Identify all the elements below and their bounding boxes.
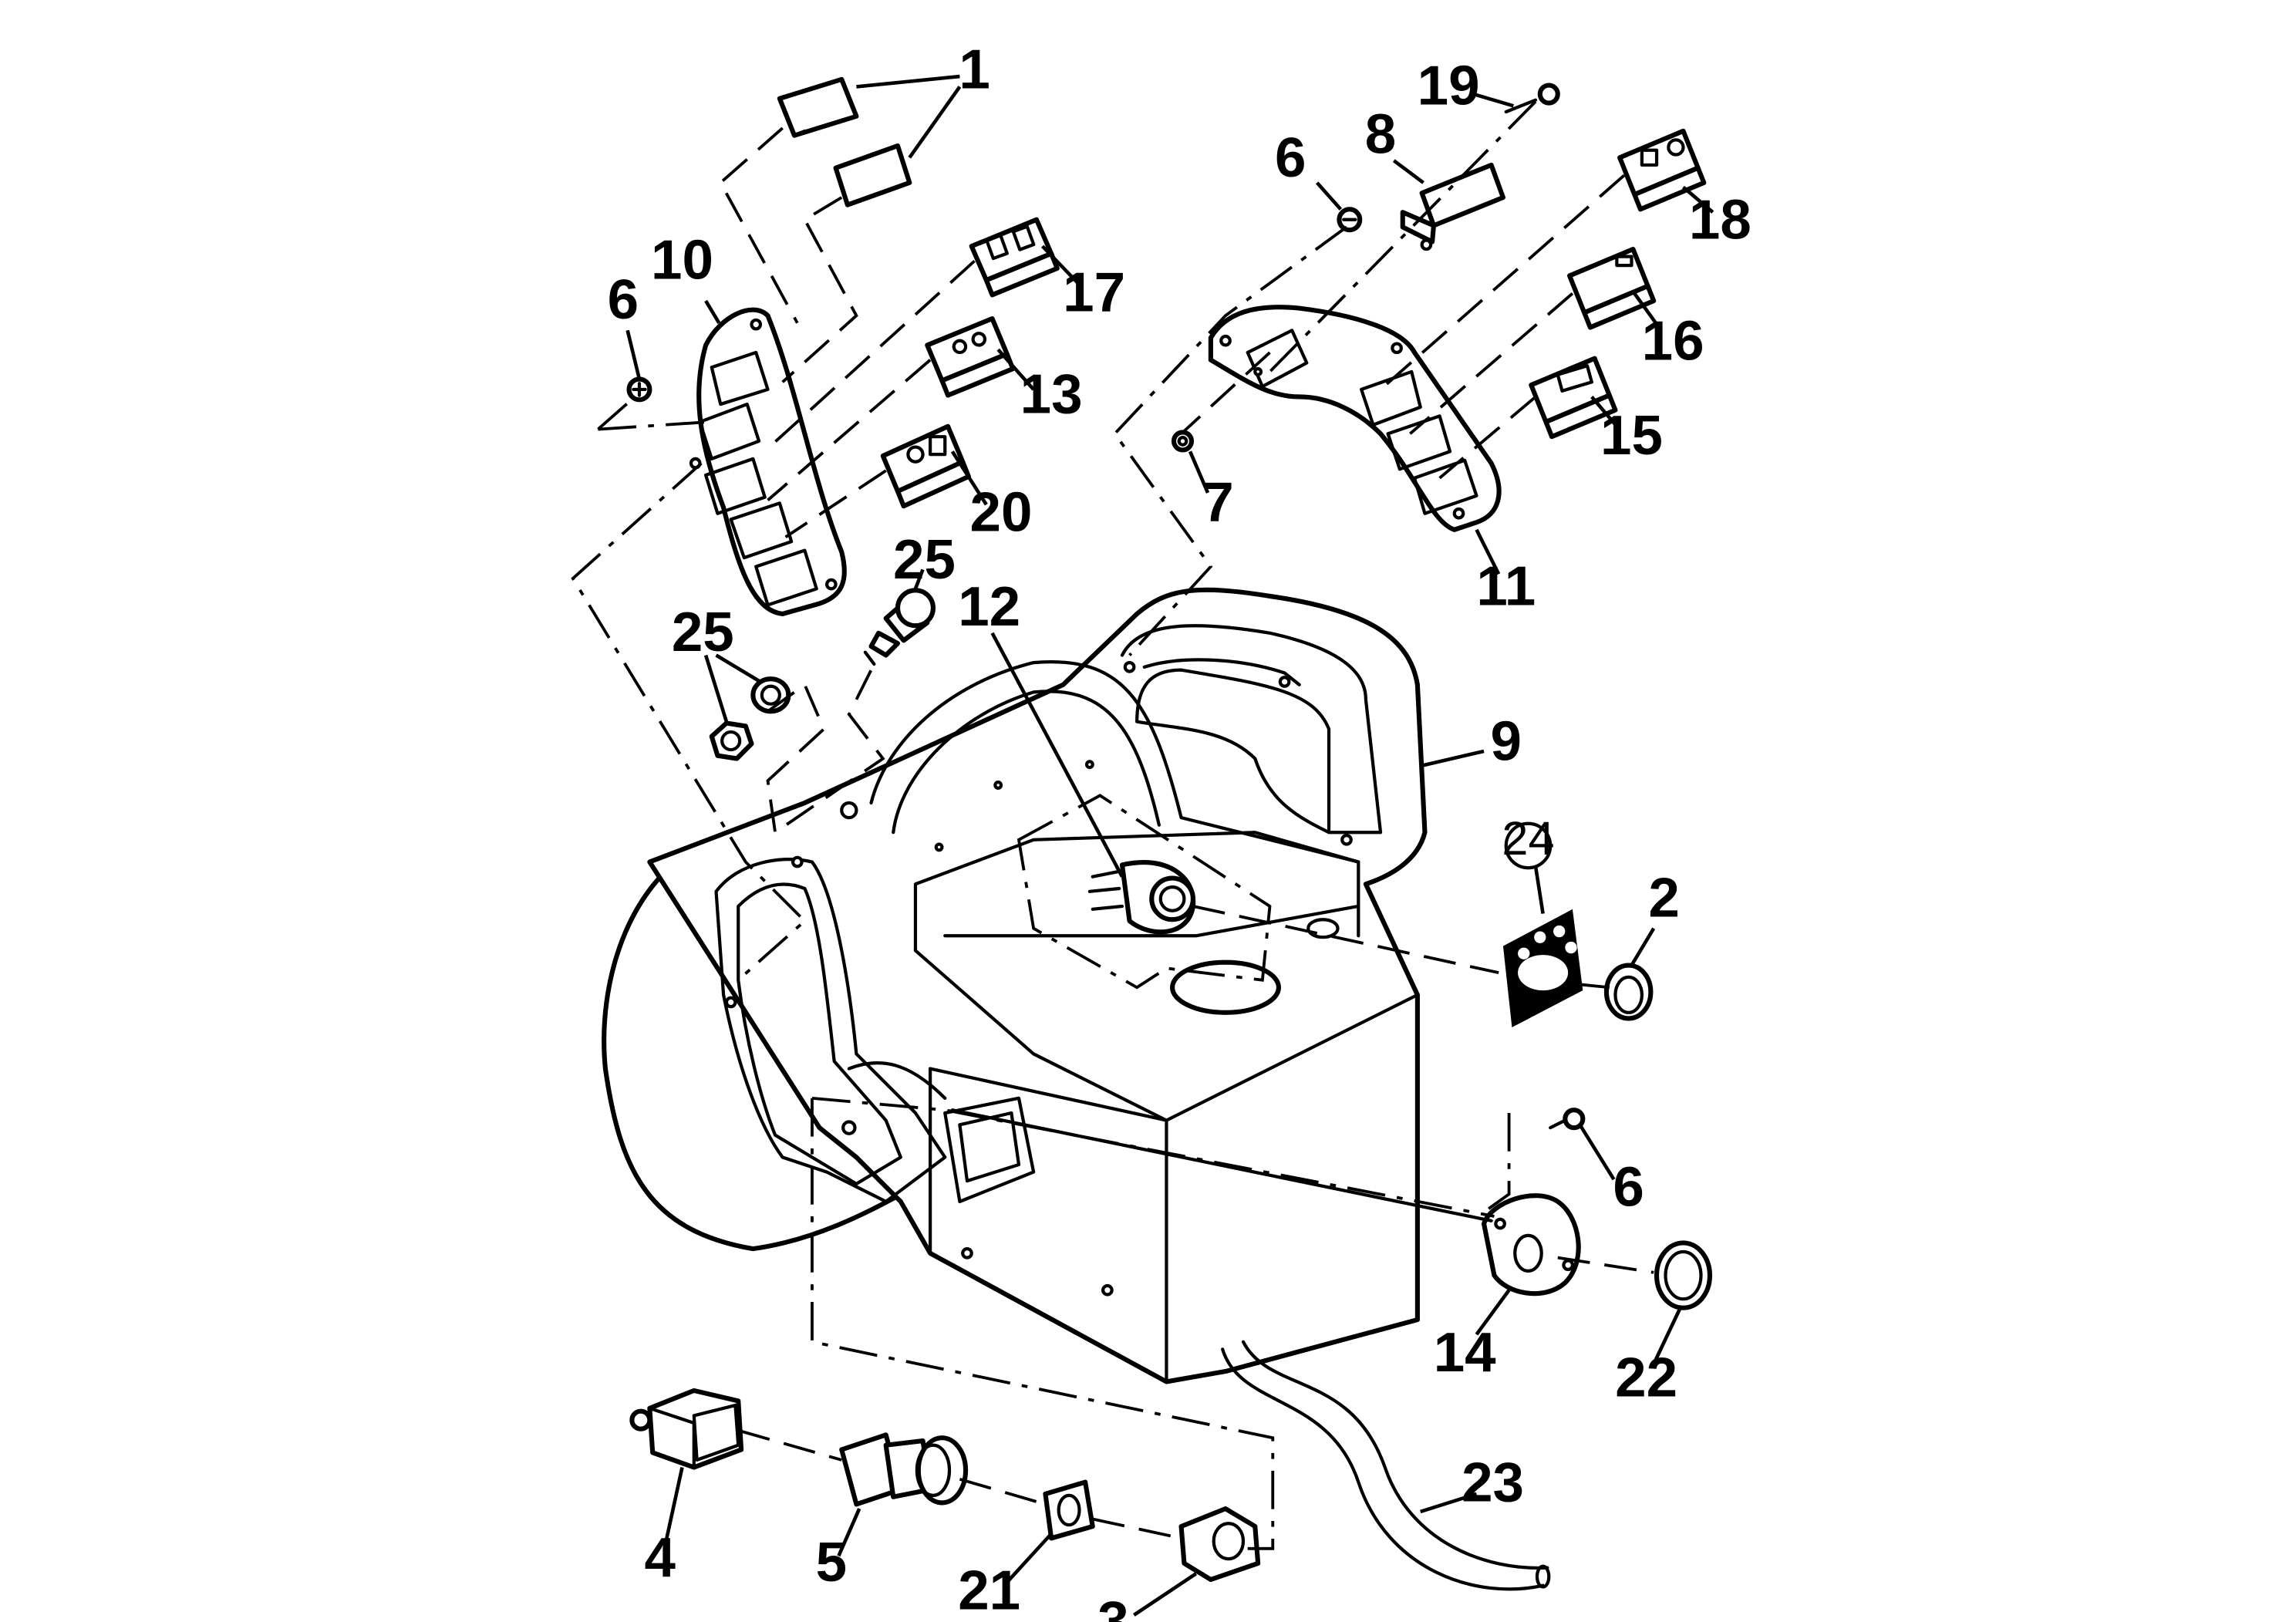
switch-8	[1400, 162, 1505, 251]
callout-25-top: 25	[893, 528, 956, 591]
callout-3: 3	[1097, 1590, 1128, 1622]
callout-6-left: 6	[608, 268, 639, 331]
right-switch-panel-11	[1208, 305, 1502, 532]
callout-8: 8	[1365, 103, 1396, 166]
plate-14	[1481, 1193, 1581, 1297]
callout-10: 10	[651, 228, 713, 291]
ring-22	[1654, 1240, 1713, 1310]
callout-15: 15	[1600, 404, 1663, 467]
housing-4	[629, 1388, 744, 1470]
callout-4: 4	[645, 1526, 676, 1589]
callout-6-bottom: 6	[1613, 1156, 1644, 1219]
bezel-3	[1178, 1506, 1261, 1583]
callout-7: 7	[1202, 470, 1233, 533]
gasket-21	[1043, 1479, 1095, 1541]
blank-plug-1b	[833, 143, 912, 207]
screw-6-top-right	[1337, 207, 1363, 233]
blank-plug-1a	[777, 76, 859, 138]
dash-console-body	[602, 587, 1428, 1384]
callout-1: 1	[959, 38, 990, 100]
switch-18	[1617, 128, 1707, 212]
assembly-lines	[571, 100, 1654, 1550]
callout-20: 20	[970, 481, 1033, 544]
bezel-nut-2	[1580, 963, 1654, 1021]
screw-6-lower-right	[1549, 1108, 1586, 1131]
callout-12: 12	[958, 575, 1020, 638]
callout-19: 19	[1418, 54, 1480, 116]
callout-9: 9	[1491, 710, 1522, 772]
callout-18: 18	[1689, 189, 1752, 251]
nut-7	[1171, 430, 1195, 453]
callout-22: 22	[1615, 1347, 1677, 1409]
switch-13	[925, 315, 1016, 398]
callout-24: 24	[1502, 812, 1554, 865]
callout-17: 17	[1063, 261, 1125, 323]
callout-13: 13	[1020, 363, 1083, 426]
switch-20	[880, 423, 971, 509]
switch-16	[1567, 246, 1657, 330]
callout-14: 14	[1434, 1321, 1496, 1384]
screw-6-left	[626, 376, 652, 403]
callout-5: 5	[816, 1531, 847, 1593]
callout-11: 11	[1476, 555, 1536, 617]
ignition-switch-12	[1017, 794, 1499, 990]
switch-25	[863, 588, 936, 666]
cable-23	[1221, 1340, 1551, 1591]
switch-17	[969, 217, 1060, 298]
callout-25-left: 25	[672, 601, 734, 663]
decal-24	[1502, 909, 1583, 1027]
callout-labels: 1 2 3 4 5 6 6 6 7 8 9 10 11 12 13 14 15 …	[608, 38, 1752, 1622]
callout-2: 2	[1648, 866, 1679, 929]
nut-25-pair	[709, 676, 791, 761]
screw-19	[1504, 83, 1560, 114]
left-switch-panel-10	[689, 307, 847, 616]
switch-5	[839, 1432, 969, 1507]
leader-lines	[625, 74, 1714, 1617]
callout-23: 23	[1462, 1452, 1524, 1514]
callout-21: 21	[958, 1559, 1020, 1621]
callout-16: 16	[1642, 310, 1704, 373]
callout-6-top: 6	[1275, 126, 1306, 189]
